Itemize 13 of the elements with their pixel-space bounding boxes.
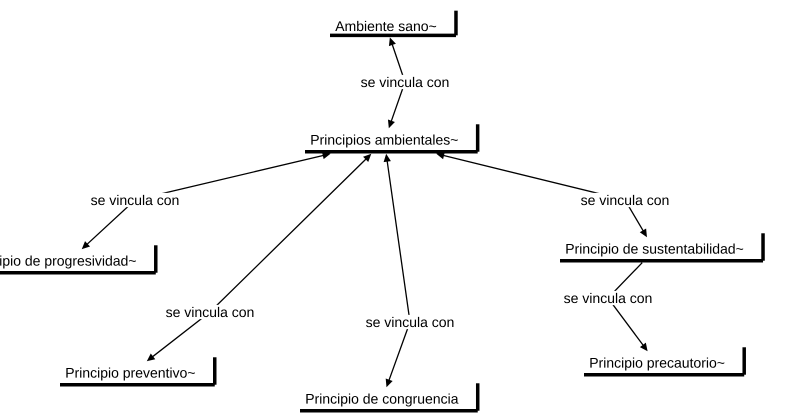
- edge-label: se vincula con: [364, 314, 456, 330]
- concept-box: Principio preventivo~: [60, 357, 216, 386]
- concept-box: ipio de progresividad~: [0, 245, 158, 274]
- edge-label: se vincula con: [358, 74, 452, 90]
- concept-box: Principio de sustentabilidad~: [560, 233, 765, 262]
- concept-box: Principios ambientales~: [305, 124, 480, 154]
- edge-label: se vincula con: [164, 304, 256, 320]
- edge-label: se vincula con: [562, 290, 654, 306]
- concept-box: Principio de congruencia: [300, 383, 480, 412]
- edge-label: se vincula con: [88, 192, 182, 208]
- edge-label: se vincula con: [578, 192, 672, 208]
- concept-box: Principio precautorio~: [584, 347, 746, 376]
- concept-box: Ambiente sano~: [330, 10, 458, 38]
